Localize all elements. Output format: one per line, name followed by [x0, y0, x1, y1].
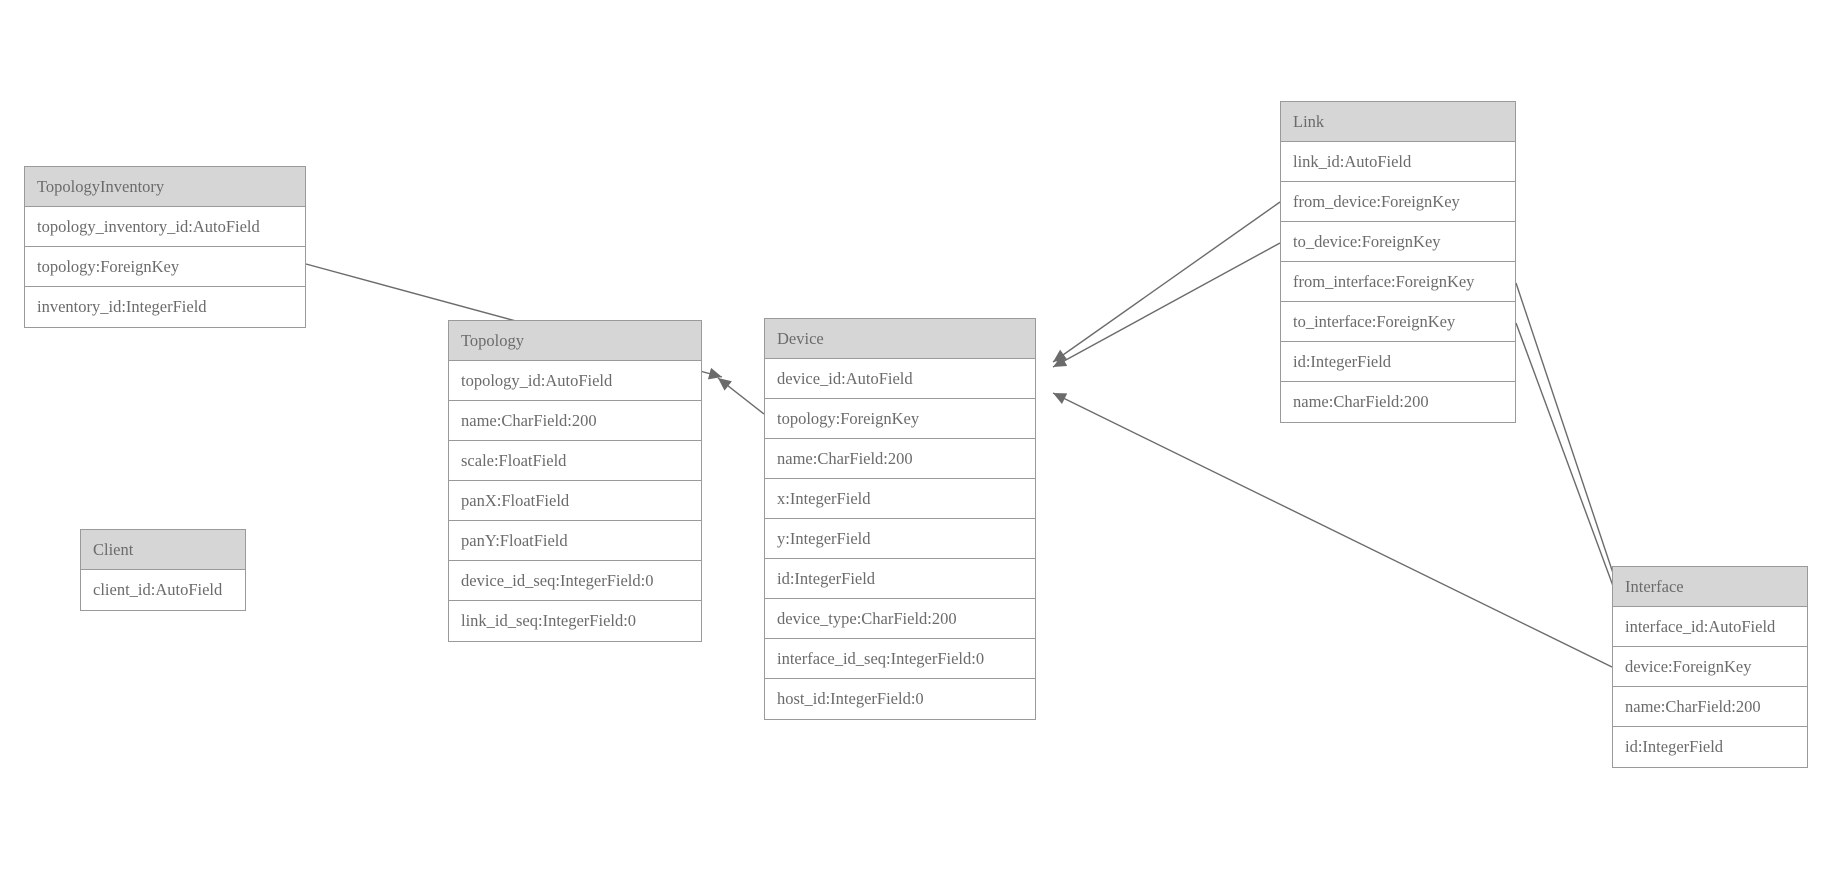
entity-title: Link [1281, 102, 1515, 142]
entity-field: topology:ForeignKey [765, 399, 1035, 439]
entity-field: panY:FloatField [449, 521, 701, 561]
entity-field: topology:ForeignKey [25, 247, 305, 287]
entity-field: to_device:ForeignKey [1281, 222, 1515, 262]
entity-field: y:IntegerField [765, 519, 1035, 559]
entity-field: name:CharField:200 [765, 439, 1035, 479]
entity-field: interface_id:AutoField [1613, 607, 1807, 647]
entity-topology[interactable]: Topology topology_id:AutoField name:Char… [448, 320, 702, 642]
entity-field: link_id_seq:IntegerField:0 [449, 601, 701, 641]
entity-field: device:ForeignKey [1613, 647, 1807, 687]
entity-field: host_id:IntegerField:0 [765, 679, 1035, 719]
edge-link-to-interface-to-interface [1515, 322, 1625, 614]
entity-device[interactable]: Device device_id:AutoField topology:Fore… [764, 318, 1036, 720]
entity-field: scale:FloatField [449, 441, 701, 481]
entity-client[interactable]: Client client_id:AutoField [80, 529, 246, 611]
entity-field: client_id:AutoField [81, 570, 245, 610]
edge-interface-to-device [1052, 392, 1613, 668]
entity-title: Client [81, 530, 245, 570]
entity-field: id:IntegerField [765, 559, 1035, 599]
entity-field: topology_inventory_id:AutoField [25, 207, 305, 247]
entity-field: name:CharField:200 [1281, 382, 1515, 422]
entity-field: name:CharField:200 [449, 401, 701, 441]
entity-field: device_id:AutoField [765, 359, 1035, 399]
entity-title: TopologyInventory [25, 167, 305, 207]
entity-field: device_id_seq:IntegerField:0 [449, 561, 701, 601]
entity-field: topology_id:AutoField [449, 361, 701, 401]
entity-field: interface_id_seq:IntegerField:0 [765, 639, 1035, 679]
edge-link-from-interface-to-interface [1515, 282, 1628, 613]
entity-topologyinventory[interactable]: TopologyInventory topology_inventory_id:… [24, 166, 306, 328]
edge-link-to-device-to-device [1052, 242, 1281, 368]
entity-field: id:IntegerField [1613, 727, 1807, 767]
entity-field: name:CharField:200 [1613, 687, 1807, 727]
entity-title: Device [765, 319, 1035, 359]
edge-device-to-topology [717, 377, 765, 415]
entity-field: id:IntegerField [1281, 342, 1515, 382]
entity-field: x:IntegerField [765, 479, 1035, 519]
entity-title: Topology [449, 321, 701, 361]
entity-field: panX:FloatField [449, 481, 701, 521]
entity-title: Interface [1613, 567, 1807, 607]
entity-field: device_type:CharField:200 [765, 599, 1035, 639]
entity-field: link_id:AutoField [1281, 142, 1515, 182]
entity-field: inventory_id:IntegerField [25, 287, 305, 327]
entity-field: from_device:ForeignKey [1281, 182, 1515, 222]
entity-field: from_interface:ForeignKey [1281, 262, 1515, 302]
entity-field: to_interface:ForeignKey [1281, 302, 1515, 342]
entity-interface[interactable]: Interface interface_id:AutoField device:… [1612, 566, 1808, 768]
edge-link-from-device-to-device [1052, 201, 1281, 363]
entity-link[interactable]: Link link_id:AutoField from_device:Forei… [1280, 101, 1516, 423]
